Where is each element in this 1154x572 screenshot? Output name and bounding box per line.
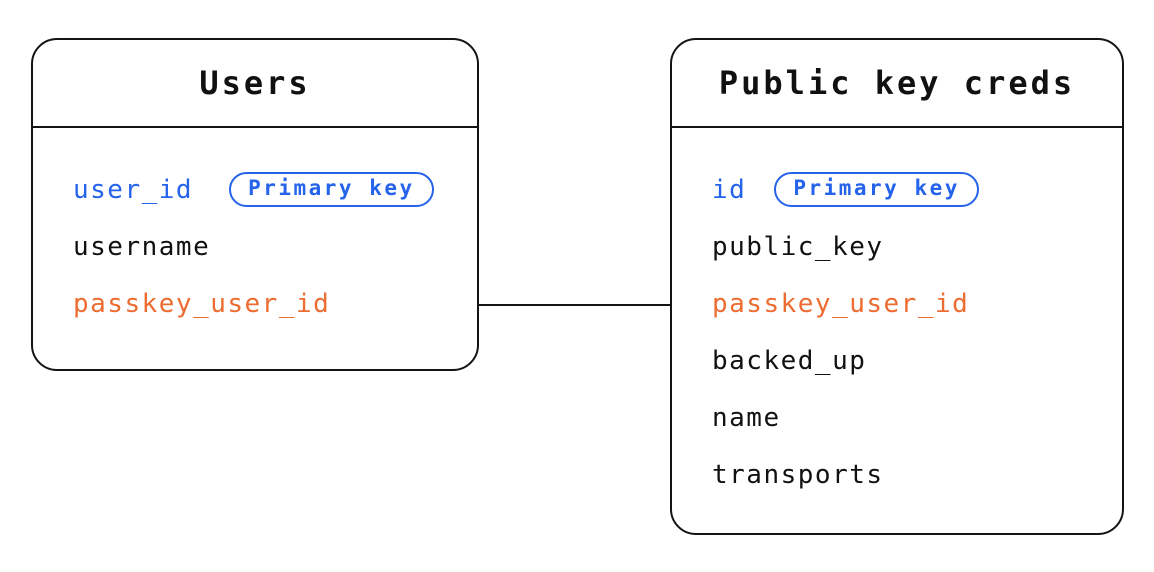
- field-row-id: id Primary key: [712, 161, 1112, 218]
- field-backed-up: backed_up: [712, 345, 867, 376]
- entity-public-key-creds: Public key creds id Primary key public_k…: [670, 38, 1124, 535]
- field-row-passkey-user-id: passkey_user_id: [73, 275, 467, 332]
- field-row-user-id: user_id Primary key: [73, 161, 467, 218]
- field-row-name: name: [712, 389, 1112, 446]
- entity-public-key-creds-fields: id Primary key public_key passkey_user_i…: [672, 128, 1122, 503]
- field-passkey-user-id: passkey_user_id: [712, 288, 970, 319]
- entity-public-key-creds-header: Public key creds: [672, 40, 1122, 128]
- field-user-id: user_id: [73, 174, 194, 205]
- entity-users-fields: user_id Primary key username passkey_use…: [33, 128, 477, 332]
- field-row-username: username: [73, 218, 467, 275]
- field-row-transports: transports: [712, 446, 1112, 503]
- entity-users-header: Users: [33, 40, 477, 128]
- field-row-public-key: public_key: [712, 218, 1112, 275]
- field-public-key: public_key: [712, 231, 884, 262]
- relationship-connector: [479, 304, 670, 306]
- primary-key-badge: Primary key: [229, 172, 434, 207]
- field-row-backed-up: backed_up: [712, 332, 1112, 389]
- field-row-passkey-user-id: passkey_user_id: [712, 275, 1112, 332]
- primary-key-badge: Primary key: [774, 172, 979, 207]
- entity-users: Users user_id Primary key username passk…: [31, 38, 479, 371]
- field-id: id: [712, 174, 747, 205]
- field-transports: transports: [712, 459, 884, 490]
- field-name: name: [712, 402, 781, 433]
- entity-public-key-creds-title: Public key creds: [718, 64, 1076, 102]
- field-passkey-user-id: passkey_user_id: [73, 288, 331, 319]
- entity-users-title: Users: [199, 64, 311, 102]
- field-username: username: [73, 231, 211, 262]
